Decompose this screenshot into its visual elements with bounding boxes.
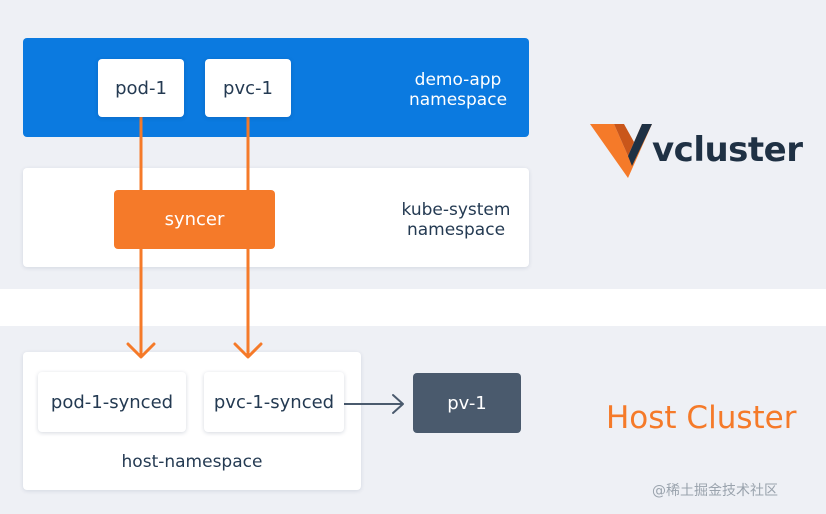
pvc-1-box: pvc-1	[205, 59, 291, 117]
pv-1-box: pv-1	[413, 373, 521, 433]
kube-system-namespace-label: kube-system namespace	[401, 200, 511, 240]
pod-1-synced-box: pod-1-synced	[38, 372, 186, 432]
syncer-box: syncer	[114, 190, 275, 249]
kube-system-namespace-panel	[23, 168, 529, 267]
demo-app-namespace-label: demo-app namespace	[408, 70, 508, 110]
pvc-1-synced-box: pvc-1-synced	[204, 372, 344, 432]
host-namespace-label: host-namespace	[121, 452, 263, 472]
pod-1-box: pod-1	[98, 59, 184, 117]
host-cluster-title: Host Cluster	[606, 400, 797, 436]
vcluster-logo-icon	[590, 124, 652, 178]
watermark: @稀土掘金技术社区	[652, 483, 778, 499]
vcluster-brand-name: vcluster	[652, 130, 803, 170]
